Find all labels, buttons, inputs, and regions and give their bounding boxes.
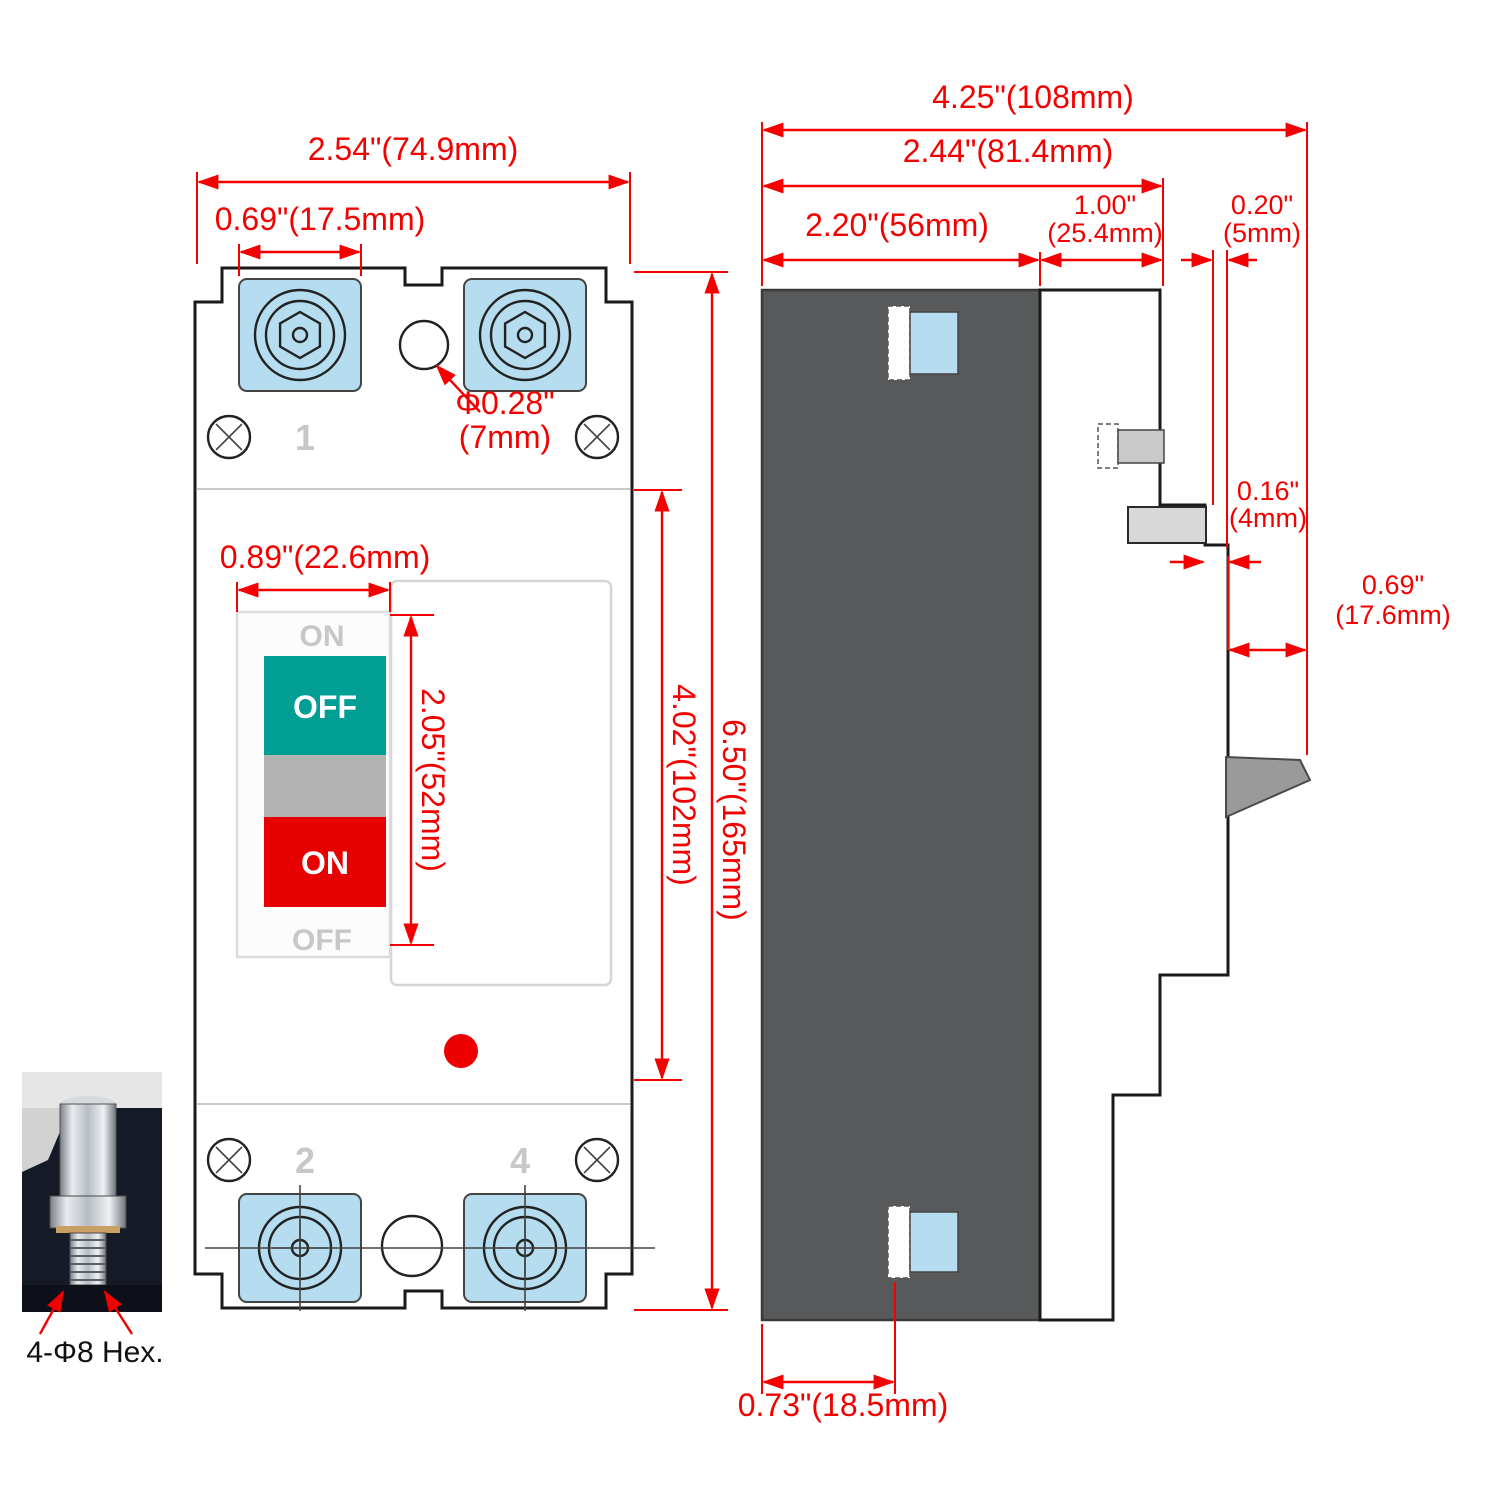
pole-number-4: 4 xyxy=(510,1140,530,1181)
side-toggle-handle xyxy=(1225,755,1312,819)
dim-side-depth-no-handle: 2.44"(81.4mm) xyxy=(903,133,1114,169)
inset-washer xyxy=(56,1226,120,1233)
dim-side-lip-l2: (5mm) xyxy=(1223,218,1301,248)
inset-bolt-shank xyxy=(59,1103,117,1201)
dim-side-handle-l1: 0.69" xyxy=(1362,570,1424,600)
side-front-profile xyxy=(1038,288,1230,1322)
top-right-terminal xyxy=(463,278,587,392)
inset-right-arrow xyxy=(103,1290,134,1335)
switch-off-button-label: OFF xyxy=(293,689,357,725)
switch-on-button-label: ON xyxy=(301,845,349,881)
switch-on-top-label: ON xyxy=(300,620,345,653)
switch-off-bottom-label: OFF xyxy=(292,924,352,957)
dim-front-overall-height: 6.50"(165mm) xyxy=(716,719,752,921)
inset-photo-base xyxy=(22,1285,162,1312)
top-mounting-hole xyxy=(398,319,450,371)
bottom-mounting-hole xyxy=(380,1214,444,1278)
side-bottom-clip xyxy=(887,1205,959,1279)
pole-number-1: 1 xyxy=(295,417,315,458)
dim-front-hole-diameter-l2: (7mm) xyxy=(459,419,551,455)
inset-left-arrow xyxy=(38,1290,65,1335)
dim-side-clip-offset: 0.73"(18.5mm) xyxy=(738,1387,949,1423)
switch-off-button xyxy=(264,656,386,755)
side-step-block xyxy=(1127,506,1207,544)
dim-front-overall-width: 2.54"(74.9mm) xyxy=(308,131,519,167)
dim-side-front-block-l1: 1.00" xyxy=(1074,190,1136,220)
dim-front-terminal-width: 0.69"(17.5mm) xyxy=(215,201,426,237)
side-right-clip xyxy=(1097,423,1165,469)
inset-thread-lines xyxy=(70,1239,106,1281)
trip-indicator-light xyxy=(444,1034,478,1068)
side-dimensions: 4.25"(108mm) 2.44"(81.4mm) 2.20"(56mm) 1… xyxy=(738,79,1451,1423)
dim-side-step-l2: (4mm) xyxy=(1229,503,1307,533)
switch-middle-block xyxy=(264,755,386,817)
bottom-right-screw xyxy=(574,1137,620,1183)
dim-side-overall-depth: 4.25"(108mm) xyxy=(932,79,1134,115)
switch-on-button xyxy=(264,817,386,907)
dim-side-lip-l1: 0.20" xyxy=(1231,190,1293,220)
pole-number-2: 2 xyxy=(295,1140,315,1181)
dim-front-handle-travel: 2.05"(52mm) xyxy=(415,688,451,872)
front-dimensions: 2.54"(74.9mm) 0.69"(17.5mm) Φ0.28" (7mm)… xyxy=(196,131,752,1311)
dim-side-step-l1: 0.16" xyxy=(1237,476,1299,506)
dim-side-front-block-l2: (25.4mm) xyxy=(1047,218,1163,248)
inset-hex-nut xyxy=(49,1195,127,1229)
side-view xyxy=(760,288,1312,1322)
top-left-screw xyxy=(206,414,252,460)
dim-side-handle-l2: (17.6mm) xyxy=(1335,600,1451,630)
inset-caption: 4-Φ8 Hex. xyxy=(26,1336,163,1369)
side-top-clip xyxy=(887,305,959,381)
dim-side-body-depth: 2.20"(56mm) xyxy=(805,207,989,243)
side-body-dark xyxy=(760,288,1042,1322)
hex-bolt-inset: 4-Φ8 Hex. xyxy=(22,1072,164,1369)
top-left-terminal xyxy=(238,278,362,392)
top-right-screw xyxy=(574,414,620,460)
dim-front-handle-width: 0.89"(22.6mm) xyxy=(220,539,431,575)
inset-body-corner xyxy=(22,1108,70,1172)
dim-front-mounting-height: 4.02"(102mm) xyxy=(666,684,702,886)
bottom-left-screw xyxy=(206,1137,252,1183)
inset-threaded-stud xyxy=(69,1232,107,1286)
